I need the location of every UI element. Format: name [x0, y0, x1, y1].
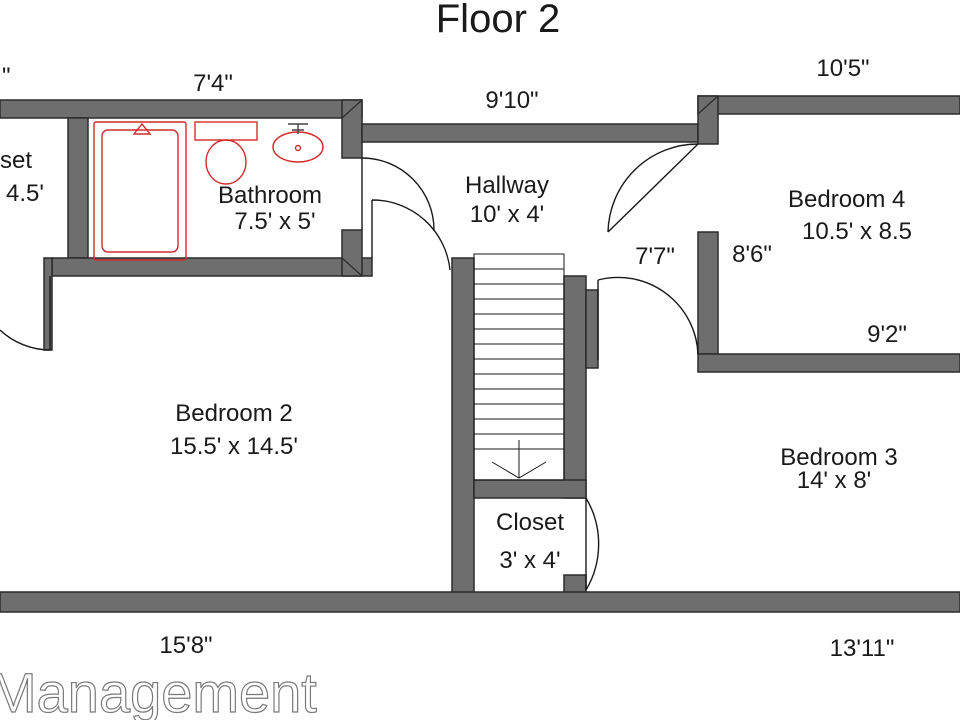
wall-bottom: [0, 591, 960, 613]
bathroom-fixtures: [93, 121, 324, 261]
doors: [0, 143, 699, 591]
sink-tap-icon: [288, 123, 308, 134]
door-bedroom4: [607, 143, 699, 233]
wall-stair-left: [451, 257, 475, 601]
room-closet-center-name: Closet: [496, 509, 564, 536]
dimension-top-left-partial: ": [2, 63, 11, 90]
dimension-bedroom4-top: 10'5": [816, 55, 869, 82]
room-bedroom2-size: 15.5' x 14.5': [170, 433, 298, 460]
room-bedroom2-name: Bedroom 2: [175, 400, 292, 427]
wall-bathroom-right-lower: [341, 229, 363, 277]
dimension-bottom-left: 15'8": [159, 632, 212, 659]
room-bedroom4-size: 10.5' x 8.5: [802, 218, 912, 245]
door-closet-left: [0, 276, 51, 351]
wall-stair-right: [563, 275, 587, 499]
watermark-text: Management: [0, 661, 317, 720]
room-bathroom-size: 7.5' x 5': [234, 208, 315, 235]
room-closet-left-name: set: [0, 147, 32, 174]
wall-bedroom4-left-lower: [697, 231, 719, 355]
wall-closet-center-top: [473, 479, 587, 499]
wall-closet-left-stub: [43, 257, 53, 351]
dimension-bedroom4-bottom: 9'2": [867, 321, 907, 348]
wall-top-bathroom: [0, 99, 363, 119]
room-hallway-size: 10' x 4': [470, 201, 545, 228]
room-closet-center-size: 3' x 4': [499, 547, 560, 574]
door-closet-center: [585, 497, 600, 591]
dimension-hallway-right: 7'7": [635, 243, 675, 270]
room-closet-left-size: 4.5': [6, 180, 44, 207]
room-hallway-name: Hallway: [465, 172, 549, 199]
wall-bathroom-left: [67, 117, 89, 259]
stairs: [473, 253, 565, 481]
toilet-bowl-icon: [205, 139, 247, 185]
sink-icon: [272, 131, 324, 163]
wall-bedroom4-bottom: [697, 353, 960, 373]
walls: [0, 95, 960, 613]
room-bedroom3-size: 14' x 8': [797, 467, 872, 494]
door-bedroom3: [597, 276, 699, 360]
page-title: Floor 2: [436, 0, 561, 41]
room-labels: set 4.5' Bathroom 7.5' x 5' Hallway 10' …: [0, 147, 912, 574]
dimension-hallway-top: 9'10": [485, 87, 538, 114]
room-bedroom4-name: Bedroom 4: [788, 186, 905, 213]
room-bedroom3-name: Bedroom 3: [780, 444, 897, 471]
door-bedroom2: [371, 199, 451, 271]
toilet-tank-icon: [194, 121, 258, 141]
door-bathroom: [361, 157, 435, 231]
dimension-bathroom-top: 7'4": [193, 70, 233, 97]
wall-stair-right-post: [585, 289, 599, 369]
wall-top-hallway: [361, 123, 699, 143]
dimension-bottom-right: 13'11": [830, 635, 895, 662]
bathtub-icon: [93, 121, 187, 261]
wall-bevels: [341, 95, 719, 277]
dimension-bedroom4-side: 8'6": [732, 241, 772, 268]
wall-bedroom4-left-upper: [697, 95, 719, 145]
stair-arrow: [491, 440, 547, 479]
faucet-icon: [132, 122, 152, 135]
room-bathroom-name: Bathroom: [218, 182, 322, 209]
wall-top-bedroom4: [697, 95, 960, 115]
dimension-labels: " 7'4" 9'10" 10'5" 7'7" 8'6" 9'2" 15'8" …: [2, 55, 907, 662]
